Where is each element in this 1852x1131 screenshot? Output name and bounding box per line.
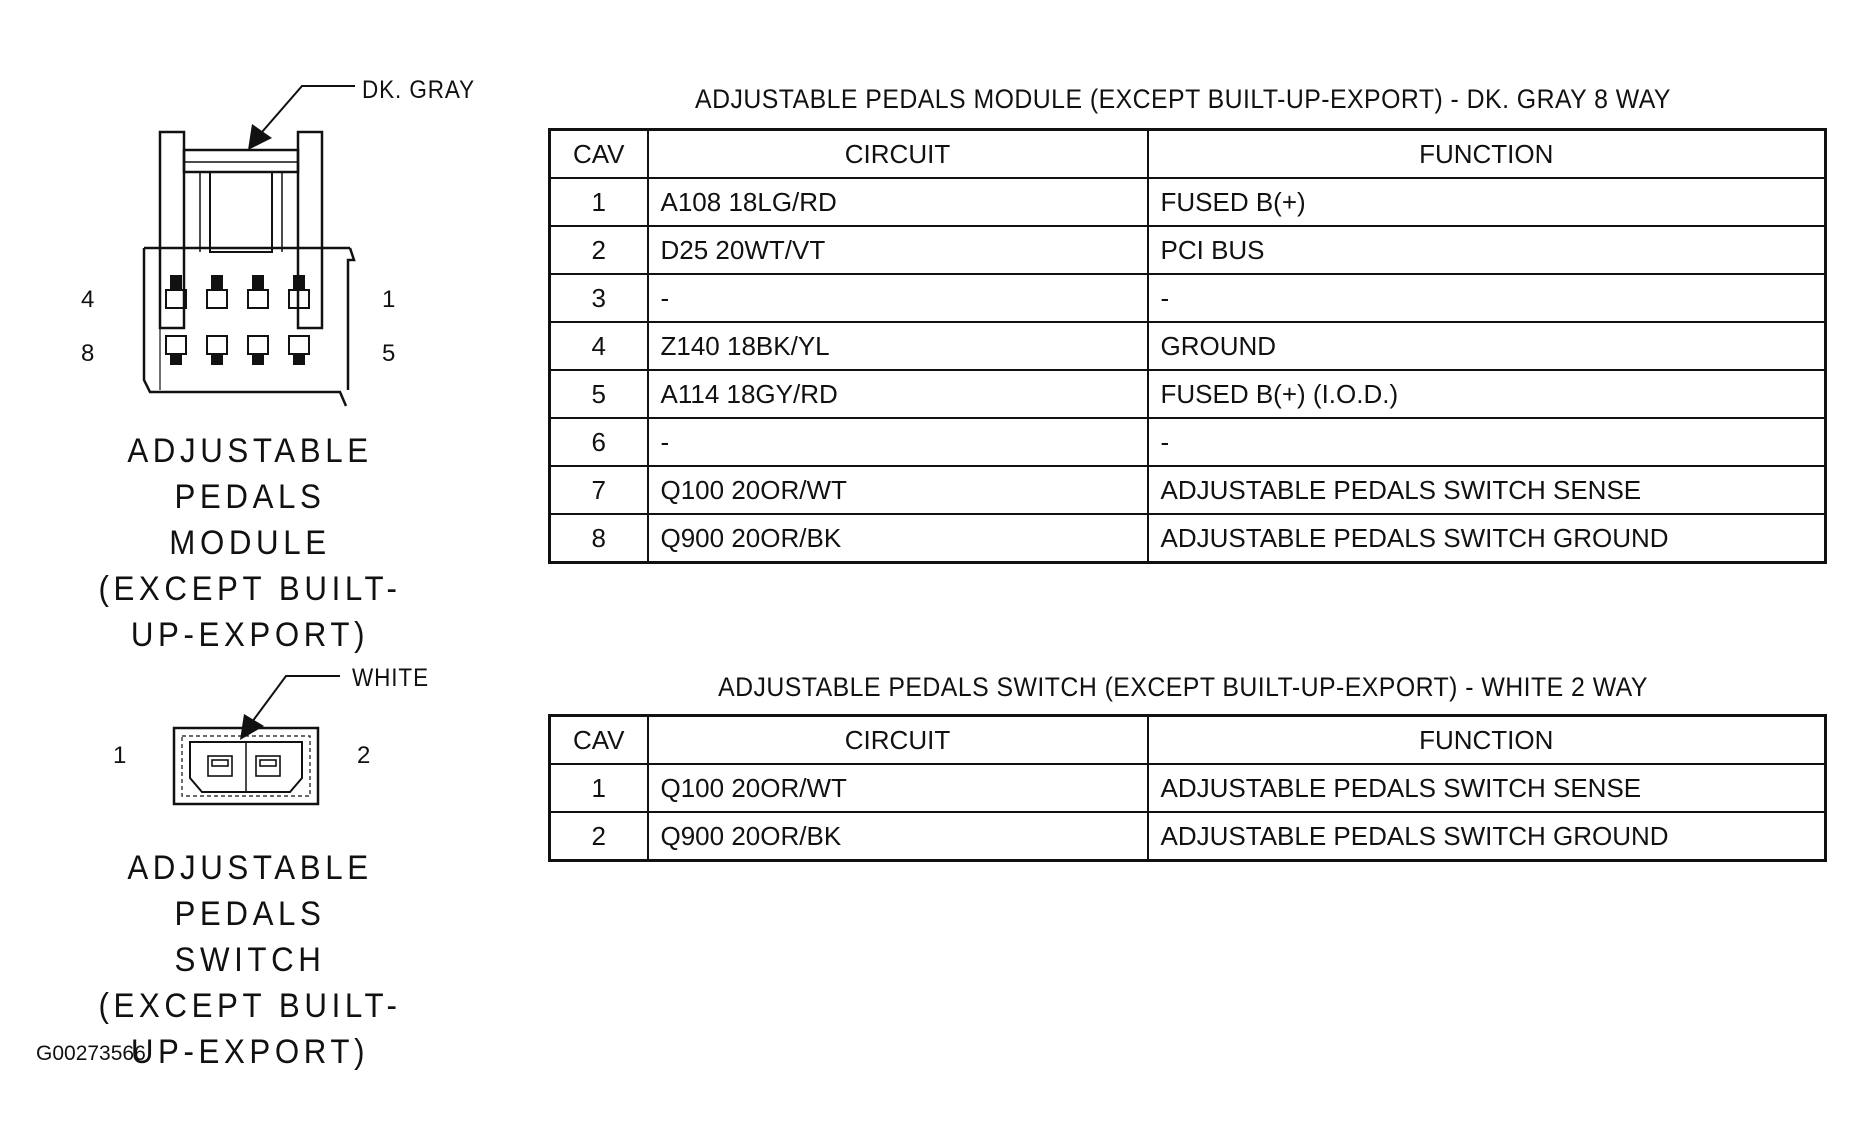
cav-cell: 1: [548, 763, 649, 813]
table-row: 8 Q900 20OR/BK ADJUSTABLE PEDALS SWITCH …: [548, 513, 1827, 564]
module-name-line-4: UP-EXPORT): [130, 616, 370, 654]
table-row: 7 Q100 20OR/WT ADJUSTABLE PEDALS SWITCH …: [548, 465, 1827, 515]
cav-cell: 7: [548, 465, 649, 515]
table-row: 1 A108 18LG/RD FUSED B(+): [548, 177, 1827, 227]
function-cell: PCI BUS: [1146, 225, 1827, 275]
figure-id: G00273566: [36, 1042, 146, 1065]
module-connector-name: ADJUSTABLE PEDALS MODULE (EXCEPT BUILT- …: [48, 428, 453, 658]
switch-connector-name: ADJUSTABLE PEDALS SWITCH (EXCEPT BUILT- …: [48, 845, 453, 1075]
table-row: 2 Q900 20OR/BK ADJUSTABLE PEDALS SWITCH …: [548, 811, 1827, 862]
column-header-function: FUNCTION: [1146, 128, 1827, 179]
cav-cell: 5: [548, 369, 649, 419]
column-header-circuit: CIRCUIT: [646, 714, 1149, 765]
table-row: 1 Q100 20OR/WT ADJUSTABLE PEDALS SWITCH …: [548, 763, 1827, 813]
switch-name-line-4: UP-EXPORT): [130, 1033, 370, 1071]
module-pin-4-label: 4: [81, 286, 95, 313]
table-row: 5 A114 18GY/RD FUSED B(+) (I.O.D.): [548, 369, 1827, 419]
cav-cell: 1: [548, 177, 649, 227]
cav-cell: 2: [548, 225, 649, 275]
circuit-cell: A108 18LG/RD: [646, 177, 1149, 227]
function-cell: ADJUSTABLE PEDALS SWITCH SENSE: [1146, 763, 1827, 813]
cav-cell: 3: [548, 273, 649, 323]
table-row: 6 - -: [548, 417, 1827, 467]
function-cell: -: [1146, 417, 1827, 467]
module-table-header-row: CAV CIRCUIT FUNCTION: [548, 128, 1827, 179]
cav-cell: 4: [548, 321, 649, 371]
function-cell: FUSED B(+): [1146, 177, 1827, 227]
module-pin-5-label: 5: [382, 340, 396, 367]
module-color-callout: DK. GRAY: [362, 76, 476, 104]
table-row: 3 - -: [548, 273, 1827, 323]
circuit-cell: Q900 20OR/BK: [646, 811, 1149, 862]
module-pin-8-label: 8: [81, 340, 95, 367]
circuit-cell: A114 18GY/RD: [646, 369, 1149, 419]
circuit-cell: -: [646, 273, 1149, 323]
cav-cell: 2: [548, 811, 649, 862]
module-name-line-2: MODULE: [169, 524, 331, 562]
table-row: 4 Z140 18BK/YL GROUND: [548, 321, 1827, 371]
function-cell: -: [1146, 273, 1827, 323]
circuit-cell: Q900 20OR/BK: [646, 513, 1149, 564]
function-cell: GROUND: [1146, 321, 1827, 371]
cav-cell: 8: [548, 513, 649, 564]
switch-table-header-row: CAV CIRCUIT FUNCTION: [548, 714, 1827, 765]
switch-pin-2-label: 2: [357, 742, 371, 769]
circuit-cell: D25 20WT/VT: [646, 225, 1149, 275]
module-connector-drawing: [142, 85, 356, 407]
circuit-cell: -: [646, 417, 1149, 467]
function-cell: ADJUSTABLE PEDALS SWITCH GROUND: [1146, 811, 1827, 862]
cav-cell: 6: [548, 417, 649, 467]
module-table-title: ADJUSTABLE PEDALS MODULE (EXCEPT BUILT-U…: [695, 84, 1671, 114]
switch-name-line-2: SWITCH: [174, 941, 326, 979]
switch-name-line-3: (EXCEPT BUILT-: [98, 987, 402, 1025]
switch-table-title: ADJUSTABLE PEDALS SWITCH (EXCEPT BUILT-U…: [718, 672, 1648, 702]
module-name-line-1: ADJUSTABLE PEDALS: [127, 432, 373, 516]
switch-connector-drawing: [172, 675, 340, 806]
table-row: 2 D25 20WT/VT PCI BUS: [548, 225, 1827, 275]
circuit-cell: Q100 20OR/WT: [646, 763, 1149, 813]
column-header-cav: CAV: [548, 128, 649, 179]
switch-pinout-table: CAV CIRCUIT FUNCTION 1 Q100 20OR/WT ADJU…: [548, 714, 1827, 862]
function-cell: ADJUSTABLE PEDALS SWITCH SENSE: [1146, 465, 1827, 515]
switch-color-callout: WHITE: [352, 664, 429, 692]
circuit-cell: Z140 18BK/YL: [646, 321, 1149, 371]
function-cell: FUSED B(+) (I.O.D.): [1146, 369, 1827, 419]
switch-name-line-1: ADJUSTABLE PEDALS: [127, 849, 373, 933]
column-header-circuit: CIRCUIT: [646, 128, 1149, 179]
circuit-cell: Q100 20OR/WT: [646, 465, 1149, 515]
switch-pin-1-label: 1: [113, 742, 127, 769]
column-header-function: FUNCTION: [1146, 714, 1827, 765]
module-name-line-3: (EXCEPT BUILT-: [98, 570, 402, 608]
module-pin-1-label: 1: [382, 286, 396, 313]
function-cell: ADJUSTABLE PEDALS SWITCH GROUND: [1146, 513, 1827, 564]
module-pinout-table: CAV CIRCUIT FUNCTION 1 A108 18LG/RD FUSE…: [548, 128, 1827, 564]
column-header-cav: CAV: [548, 714, 649, 765]
